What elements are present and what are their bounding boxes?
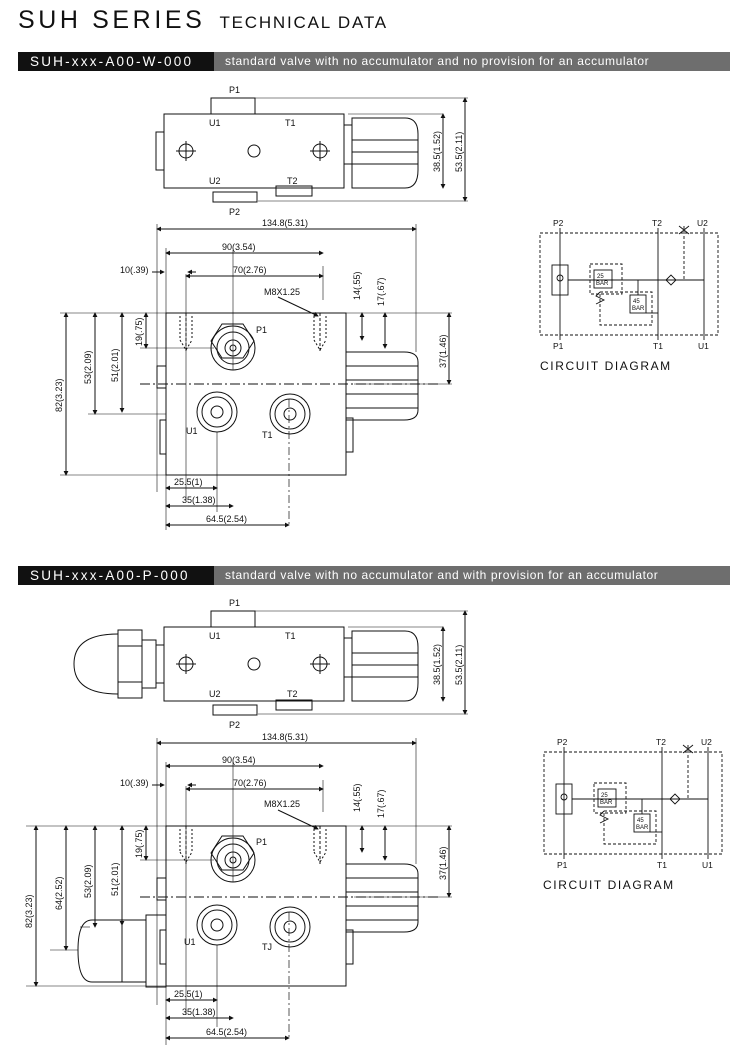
- dim-10: 10(.39): [120, 778, 149, 788]
- dim-35: 35(1.38): [182, 495, 216, 505]
- relief-25: 25: [597, 274, 604, 280]
- model-code: SUH-xxx-A00-W-000: [18, 52, 214, 71]
- port-t2-top: T2: [287, 176, 298, 186]
- dim-17: 17(.67): [376, 277, 386, 306]
- model-code: SUH-xxx-A00-P-000: [18, 566, 214, 585]
- page-title: SUH SERIES TECHNICAL DATA: [18, 6, 388, 36]
- port-t1-top: T1: [285, 631, 296, 641]
- dim-64-5: 64.5(2.54): [206, 1027, 247, 1037]
- dim-64: 64(2.52): [54, 876, 64, 910]
- dim-38-5: 38.5(1.52): [432, 644, 442, 685]
- relief-25: 25: [601, 793, 608, 799]
- relief-25-unit: BAR: [596, 281, 609, 287]
- dim-53: 53(2.09): [83, 864, 93, 898]
- port-u1-top: U1: [209, 118, 221, 128]
- dim-64-5: 64.5(2.54): [206, 514, 247, 524]
- circuit-t2: T2: [652, 218, 662, 228]
- dim-51: 51(2.01): [110, 862, 120, 896]
- circuit-t1: T1: [653, 341, 663, 351]
- relief-45: 45: [633, 299, 640, 305]
- relief-45-unit: BAR: [632, 306, 645, 312]
- port-p1-top: P1: [229, 85, 240, 95]
- dim-10: 10(.39): [120, 265, 149, 275]
- circuit-p1: P1: [557, 860, 568, 870]
- port-p1-front: P1: [256, 837, 267, 847]
- front-view-2: [26, 738, 452, 1045]
- circuit-t2: T2: [656, 737, 666, 747]
- port-t1-front: T1: [262, 430, 273, 440]
- top-view-2: [73, 610, 468, 716]
- dim-70: 70(2.76): [233, 778, 267, 788]
- relief-25-unit: BAR: [600, 800, 613, 806]
- top-view-1: [155, 97, 468, 203]
- circuit-caption: CIRCUIT DIAGRAM: [543, 878, 675, 892]
- circuit-diagram-2: [543, 744, 723, 859]
- circuit-p2: P2: [557, 737, 568, 747]
- section-title: TECHNICAL DATA: [219, 13, 388, 32]
- circuit-diagram-1: [539, 225, 719, 340]
- dim-25-5: 25.5(1): [174, 989, 203, 999]
- circuit-u2: U2: [701, 737, 712, 747]
- dim-134-8: 134.8(5.31): [262, 218, 308, 228]
- model-description: standard valve with no accumulator and w…: [225, 568, 659, 582]
- dim-14: 14(.55): [352, 783, 362, 812]
- circuit-u2: U2: [697, 218, 708, 228]
- dim-38-5: 38.5(1.52): [432, 131, 442, 172]
- dim-19: 19(.75): [134, 829, 144, 858]
- port-t1-top: T1: [285, 118, 296, 128]
- port-p1-front: P1: [256, 325, 267, 335]
- dim-35: 35(1.38): [182, 1007, 216, 1017]
- relief-45-unit: BAR: [636, 825, 649, 831]
- dim-90: 90(3.54): [222, 755, 256, 765]
- port-p2-top: P2: [229, 207, 240, 217]
- section-header-1: SUH-xxx-A00-W-000 standard valve with no…: [18, 52, 730, 71]
- port-t1-front: TJ: [262, 942, 272, 952]
- dim-53-5: 53.5(2.11): [454, 645, 464, 685]
- dim-53-5: 53.5(2.11): [454, 132, 464, 172]
- port-u2-top: U2: [209, 176, 221, 186]
- circuit-u1: U1: [698, 341, 709, 351]
- dim-19: 19(.75): [134, 317, 144, 346]
- front-view-1: [60, 224, 452, 530]
- dim-70: 70(2.76): [233, 265, 267, 275]
- series-title: SUH SERIES: [18, 6, 206, 34]
- thread-m8: M8X1.25: [264, 287, 300, 297]
- dim-37: 37(1.46): [438, 334, 448, 368]
- dim-37: 37(1.46): [438, 846, 448, 880]
- dim-82: 82(3.23): [24, 894, 34, 928]
- model-description: standard valve with no accumulator and n…: [225, 54, 650, 68]
- port-u1-top: U1: [209, 631, 221, 641]
- port-p1-top: P1: [229, 598, 240, 608]
- port-p2-top: P2: [229, 720, 240, 730]
- port-u1-front: U1: [186, 426, 198, 436]
- circuit-p2: P2: [553, 218, 564, 228]
- dim-17: 17(.67): [376, 789, 386, 818]
- circuit-t1: T1: [657, 860, 667, 870]
- section-header-2: SUH-xxx-A00-P-000 standard valve with no…: [18, 566, 730, 585]
- dim-53: 53(2.09): [83, 350, 93, 384]
- circuit-caption: CIRCUIT DIAGRAM: [540, 359, 672, 373]
- port-u1-front: U1: [184, 937, 196, 947]
- relief-45: 45: [637, 818, 644, 824]
- port-t2-top: T2: [287, 689, 298, 699]
- dim-82: 82(3.23): [54, 378, 64, 412]
- circuit-u1: U1: [702, 860, 713, 870]
- dim-25-5: 25.5(1): [174, 477, 203, 487]
- thread-m8: M8X1.25: [264, 799, 300, 809]
- dim-90: 90(3.54): [222, 242, 256, 252]
- dim-134-8: 134.8(5.31): [262, 732, 308, 742]
- circuit-p1: P1: [553, 341, 564, 351]
- dim-51: 51(2.01): [110, 348, 120, 382]
- port-u2-top: U2: [209, 689, 221, 699]
- dim-14: 14(.55): [352, 271, 362, 300]
